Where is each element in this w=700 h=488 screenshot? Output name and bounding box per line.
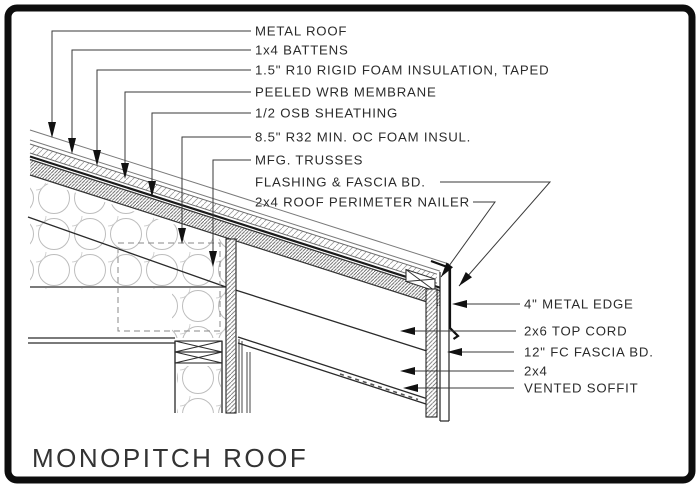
foam-top-line: [29, 143, 438, 275]
fascia-board: [425, 288, 438, 418]
callout-metal-edge: 4" METAL EDGE: [524, 297, 634, 312]
callout-labels: METAL ROOF 1x4 BATTENS 1.5" R10 RIGID FO…: [255, 24, 654, 396]
wall-cavity-insulation: [177, 366, 221, 413]
drawing-title: MONOPITCH ROOF: [32, 443, 308, 473]
leader-arrowheads: [48, 122, 472, 392]
foam-insulation-fill: [30, 178, 226, 413]
wall-sheathing-strip: [225, 238, 237, 414]
callout-fc-fascia: 12" FC FASCIA BD.: [524, 345, 654, 360]
fascia-assembly: [405, 259, 460, 422]
truss-heel-dashed-outline: [117, 242, 221, 332]
foam-bottom-line: [29, 152, 438, 284]
metal-edge-profile: [430, 259, 460, 340]
osb-sheathing-band: [30, 159, 441, 307]
exterior-siding-lines: [238, 339, 251, 413]
wall-assembly: [174, 238, 251, 414]
soffit-vent-dashes: [339, 373, 419, 401]
callout-perimeter-nailer: 2x4 ROOF PERIMETER NAILER: [255, 195, 470, 210]
roof-cavity-insulation: [30, 178, 226, 338]
battens-line: [29, 139, 450, 275]
osb-top-line: [29, 158, 442, 292]
leader-lines: [51, 30, 552, 389]
fascia-outer-face: [439, 270, 450, 422]
rigid-foam-band: [30, 144, 437, 284]
soffit-assembly: [237, 336, 429, 405]
callout-rigid-foam: 1.5" R10 RIGID FOAM INSULATION, TAPED: [255, 63, 549, 78]
callout-osb-sheathing: 1/2 OSB SHEATHING: [255, 106, 398, 121]
callout-battens: 1x4 BATTENS: [255, 43, 349, 58]
callout-top-cord: 2x6 TOP CORD: [524, 324, 627, 339]
callout-2x4: 2x4: [524, 364, 548, 379]
soffit-framing-line: [237, 336, 429, 400]
callout-flashing-fascia: FLASHING & FASCIA BD.: [255, 175, 426, 190]
callout-foam-insul: 8.5" R32 MIN. OC FOAM INSUL.: [255, 130, 471, 145]
callout-mfg-trusses: MFG. TRUSSES: [255, 153, 363, 168]
soffit-panel-line: [237, 342, 427, 405]
callout-vented-soffit: VENTED SOFFIT: [524, 381, 638, 396]
wrb-membrane-line: [29, 155, 442, 290]
callout-wrb-membrane: PEELED WRB MEMBRANE: [255, 85, 437, 100]
callout-metal-roof: METAL ROOF: [255, 24, 347, 39]
